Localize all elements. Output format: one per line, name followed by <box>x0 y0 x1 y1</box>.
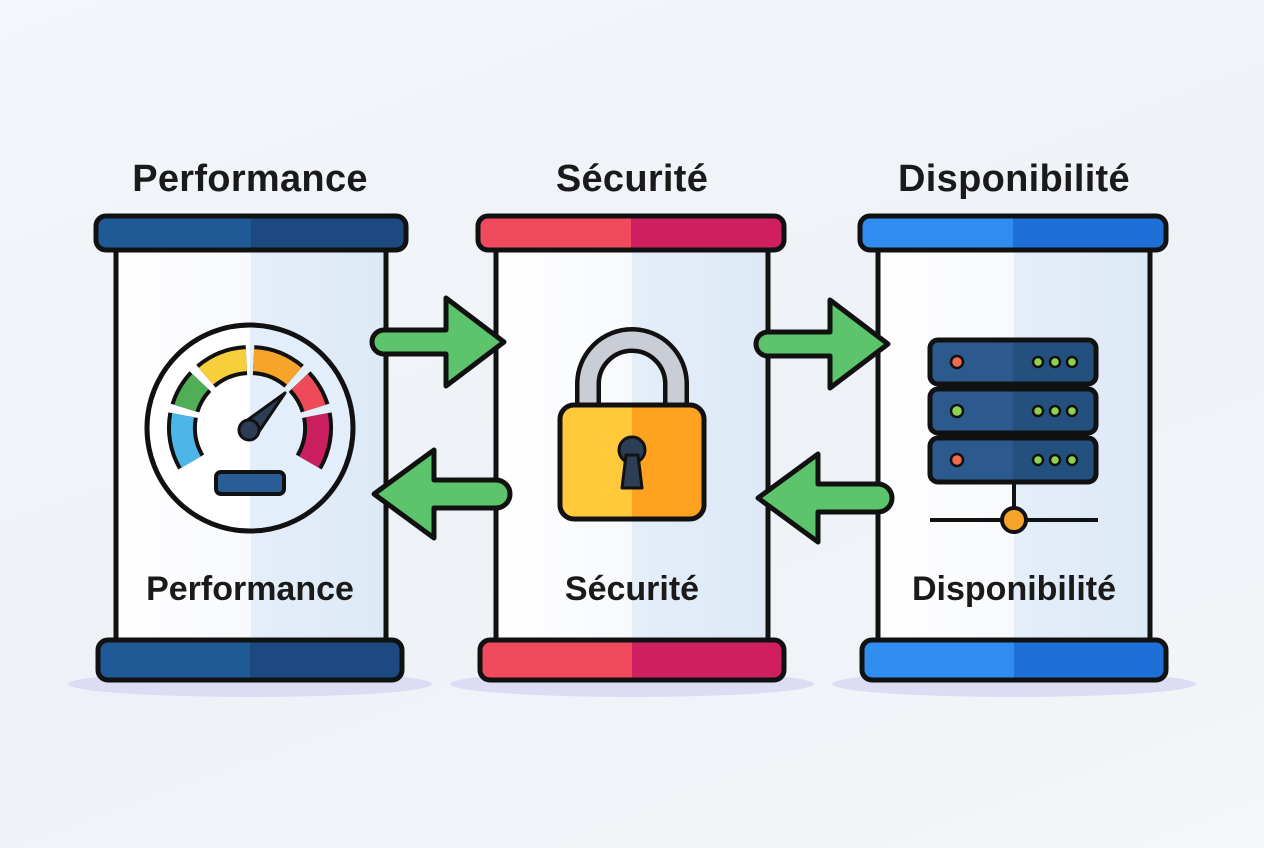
title-securite: Sécurité <box>555 158 709 200</box>
pillar-cap-top <box>93 213 409 253</box>
pillar-cap-bottom <box>95 637 405 683</box>
server-unit <box>927 386 1099 436</box>
server-rack-icon <box>927 337 1099 534</box>
padlock-icon <box>557 327 707 522</box>
title-performance: Performance <box>132 158 368 200</box>
pillar-performance: Performance <box>93 213 409 683</box>
pillar-disponibilite: Disponibilité <box>857 213 1169 683</box>
arrow-secu-to-disp <box>753 297 891 391</box>
pillar-cap-bottom <box>859 637 1169 683</box>
speedometer-readout <box>214 470 286 496</box>
arrow-perf-to-secu <box>369 295 507 389</box>
speedometer-icon <box>144 322 356 534</box>
pillar-securite: Sécurité <box>475 213 787 683</box>
arrow-secu-to-perf <box>371 447 513 541</box>
arrow-disp-to-secu <box>755 451 895 545</box>
network-node <box>1000 506 1028 534</box>
pillar-cap-top <box>475 213 787 253</box>
pillar-cap-top <box>857 213 1169 253</box>
label-performance: Performance <box>146 570 354 608</box>
server-unit <box>927 337 1099 387</box>
title-disponibilite: Disponibilité <box>898 158 1130 200</box>
label-securite: Sécurité <box>565 570 699 608</box>
pillar-cap-bottom <box>477 637 787 683</box>
label-disponibilite: Disponibilité <box>912 570 1116 608</box>
